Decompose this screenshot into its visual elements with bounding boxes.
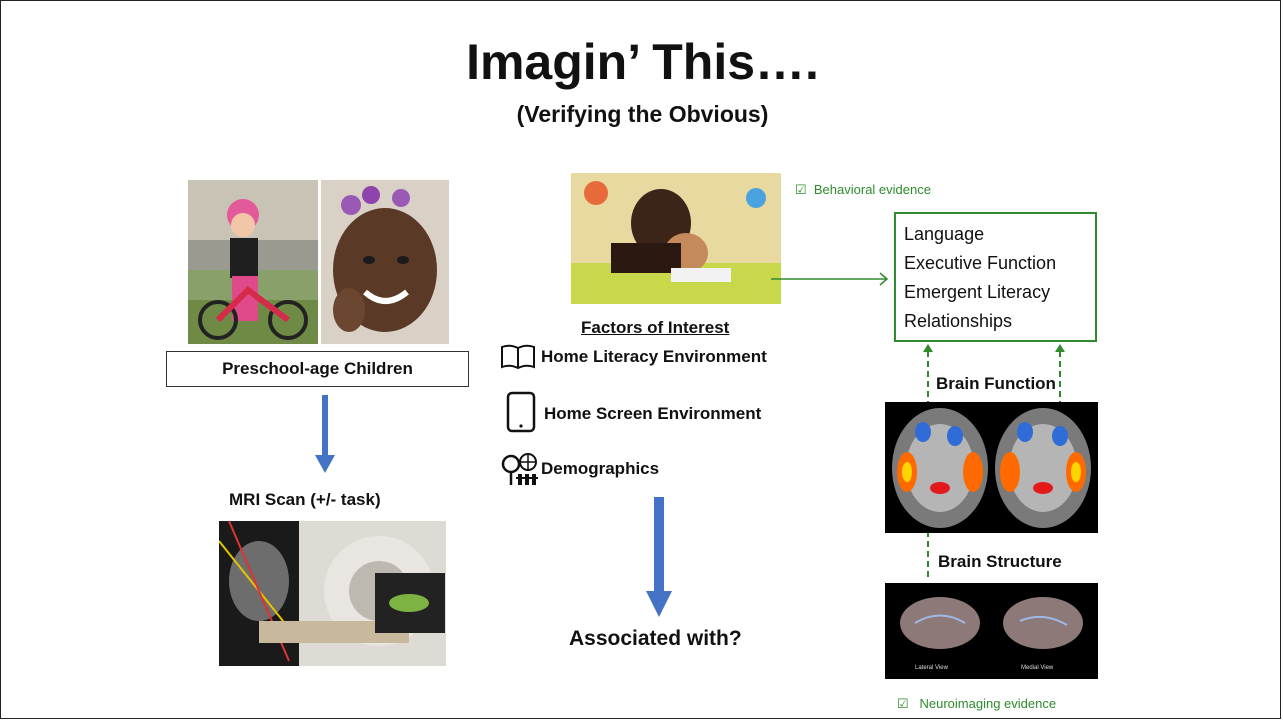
checkbox-icon: ☑: [897, 696, 909, 711]
brain-structure-label: Brain Structure: [938, 552, 1062, 571]
children-label-box: Preschool-age Children: [166, 351, 469, 387]
slide-title: Imagin’ This….: [466, 34, 819, 90]
child-bike-photo: [188, 180, 318, 344]
down-arrow-left: [315, 395, 335, 473]
behavioral-note-text: Behavioral evidence: [813, 182, 931, 197]
down-arrow-middle: [646, 497, 672, 617]
checkbox-icon: ☑: [795, 182, 807, 197]
factor-label-screen: Home Screen Environment: [544, 404, 762, 423]
outcome-item: Emergent Literacy: [904, 282, 1051, 302]
child-smiling-photo: [321, 180, 449, 344]
factors-heading: Factors of Interest: [581, 318, 730, 337]
factor-label-literacy: Home Literacy Environment: [541, 347, 767, 366]
medial-view-label: Medial View: [1021, 665, 1054, 671]
question-label: Associated with?: [569, 627, 742, 650]
brain-structure-image: Lateral View Medial View: [885, 583, 1098, 679]
parent-reading-photo: [571, 173, 781, 304]
outcome-item: Language: [904, 224, 985, 244]
dashed-arrow-function-to-outcomes: [1055, 344, 1065, 405]
behavioral-note: ☑ Behavioral evidence: [795, 182, 1035, 198]
brain-function-image: [885, 402, 1098, 533]
lateral-view-label: Lateral View: [915, 665, 948, 671]
book-icon: [501, 344, 535, 370]
outcomes-box: Language Executive Function Emergent Lit…: [894, 212, 1097, 342]
tablet-icon: [506, 391, 536, 433]
outcome-item: Executive Function: [904, 253, 1057, 273]
mri-label: MRI Scan (+/- task): [229, 490, 381, 509]
slide-subtitle: (Verifying the Obvious): [516, 101, 769, 127]
children-label: Preschool-age Children: [222, 359, 413, 378]
factor-label-demographics: Demographics: [541, 459, 660, 478]
neuro-note-text: Neuroimaging evidence: [919, 696, 1057, 711]
neuro-note: ☑ Neuroimaging evidence: [897, 696, 1137, 712]
brain-function-label: Brain Function: [936, 374, 1056, 393]
demographics-icon: [501, 453, 538, 485]
green-arrow-to-outcomes: [771, 272, 889, 286]
mri-scanner-photo: [219, 521, 446, 666]
outcome-item: Relationships: [904, 311, 1013, 331]
